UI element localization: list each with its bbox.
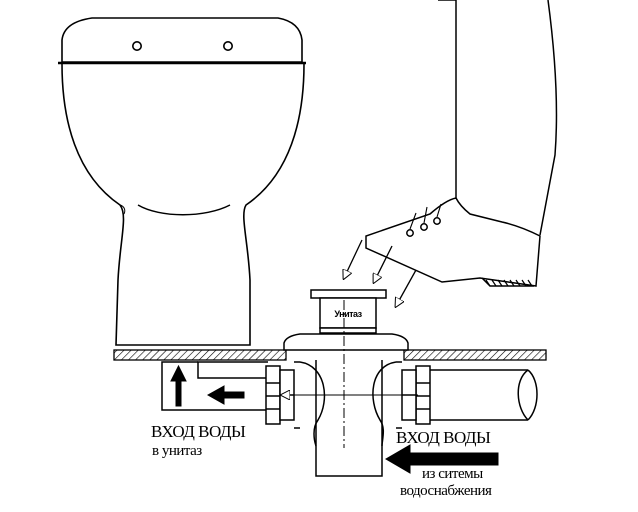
floor bbox=[113, 349, 547, 361]
label-left-line1: ВХОД ВОДЫ bbox=[151, 422, 246, 441]
flow-arrows bbox=[170, 364, 499, 474]
pedal-badge: Унитаз bbox=[334, 309, 362, 319]
tank-screw-left bbox=[132, 40, 143, 51]
up-arrow bbox=[170, 364, 187, 407]
valve-flange bbox=[283, 333, 409, 351]
toilet bbox=[58, 17, 306, 346]
press-arrows bbox=[344, 239, 417, 306]
toilet-tank bbox=[61, 17, 303, 63]
shoe bbox=[365, 197, 541, 287]
toilet-bowl bbox=[61, 63, 305, 346]
label-left-line2: в унитаз bbox=[152, 443, 202, 459]
left-arrow bbox=[206, 385, 245, 405]
pedal-cap-top bbox=[310, 289, 387, 299]
flush-valve bbox=[283, 289, 409, 477]
label-right-line2: из ситемы bbox=[422, 466, 483, 482]
inlet-arrow bbox=[385, 444, 499, 474]
tank-screw-right bbox=[223, 40, 234, 51]
valve-body bbox=[315, 360, 383, 477]
leg bbox=[438, 0, 558, 236]
outlet-pipe bbox=[161, 361, 268, 411]
foot bbox=[365, 0, 558, 287]
label-right-line1: ВХОД ВОДЫ bbox=[396, 428, 491, 447]
label-right-line3: водоснабжения bbox=[400, 483, 492, 499]
inlet-pipe bbox=[430, 369, 538, 421]
pedal-cap-body bbox=[319, 297, 377, 329]
